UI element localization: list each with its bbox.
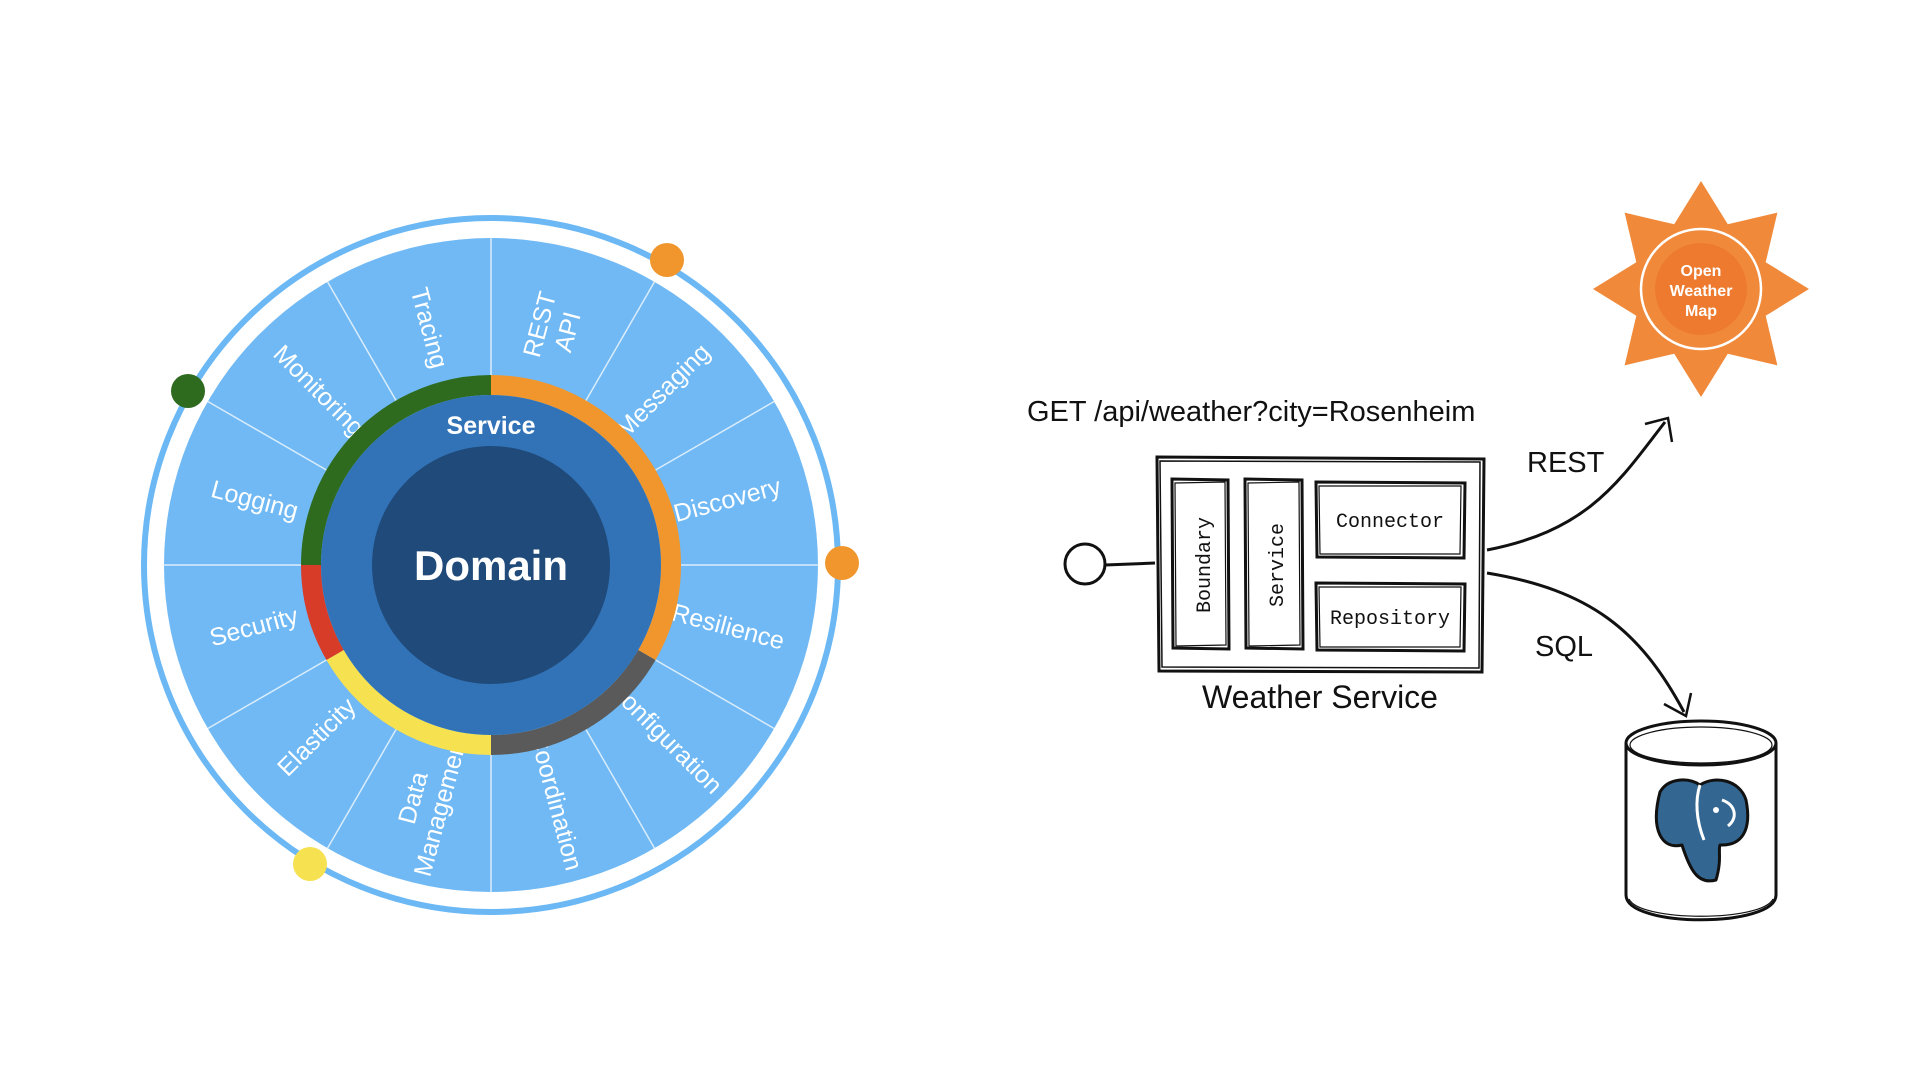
yellow-dot-marker (293, 847, 327, 881)
owm-label-line2: Weather (1670, 283, 1733, 300)
ring-arc-yellow (326, 649, 492, 755)
segment-divider (326, 281, 407, 419)
segment-divider (207, 649, 345, 730)
weather-service-box (1155, 455, 1486, 674)
segment-divider (207, 400, 345, 481)
sun-outline-icon (1639, 227, 1763, 351)
green-dot-marker (171, 374, 205, 408)
architecture-diagram: GET /api/weather?city=Rosenheim Boundary… (1027, 181, 1809, 922)
openweathermap-logo: Open Weather Map (1593, 181, 1809, 397)
request-line: GET /api/weather?city=Rosenheim (1027, 396, 1475, 428)
service-component: Service (1243, 477, 1305, 651)
boundary-component: Boundary (1170, 477, 1231, 651)
sql-label: SQL (1535, 631, 1593, 663)
rest-arrow (1486, 416, 1674, 552)
connector-component: Connector (1314, 480, 1467, 560)
postgresql-elephant-icon (1655, 778, 1750, 883)
repository-component: Repository (1314, 581, 1467, 653)
sql-arrow (1486, 571, 1693, 718)
connector-label: Connector (1336, 511, 1444, 534)
service-wheel: RESTAPIMessagingDiscoveryResilienceConfi… (141, 215, 859, 915)
service-component-label: Service (1267, 523, 1290, 607)
segment-divider (575, 281, 656, 419)
segment-label: RESTAPI (518, 289, 590, 368)
segment-dividers (164, 238, 818, 892)
weather-service-title: Weather Service (1202, 679, 1438, 715)
boundary-label: Boundary (1194, 517, 1217, 613)
orange-dot-marker-right (825, 546, 859, 580)
rest-label: REST (1527, 447, 1605, 479)
ring-arc-orange (490, 375, 681, 660)
domain-label: Domain (414, 542, 568, 589)
interface-connector-line (1104, 561, 1156, 567)
segment-divider (326, 711, 407, 849)
repository-label: Repository (1330, 608, 1450, 631)
ring-arc-gray (490, 649, 656, 755)
domain-circle (372, 446, 610, 684)
service-color-ring (301, 375, 681, 755)
ring-arc-green (301, 375, 492, 566)
orange-dot-marker (650, 243, 684, 277)
owm-label-line1: Open (1681, 263, 1722, 280)
owm-label-line3: Map (1685, 303, 1717, 320)
service-label: Service (447, 412, 536, 440)
sun-inner-circle (1655, 243, 1747, 335)
segment-divider (575, 711, 656, 849)
ring-arc-red (301, 564, 344, 660)
segment-divider (637, 400, 775, 481)
segment-divider (637, 649, 775, 730)
interface-circle-icon (1063, 542, 1107, 586)
